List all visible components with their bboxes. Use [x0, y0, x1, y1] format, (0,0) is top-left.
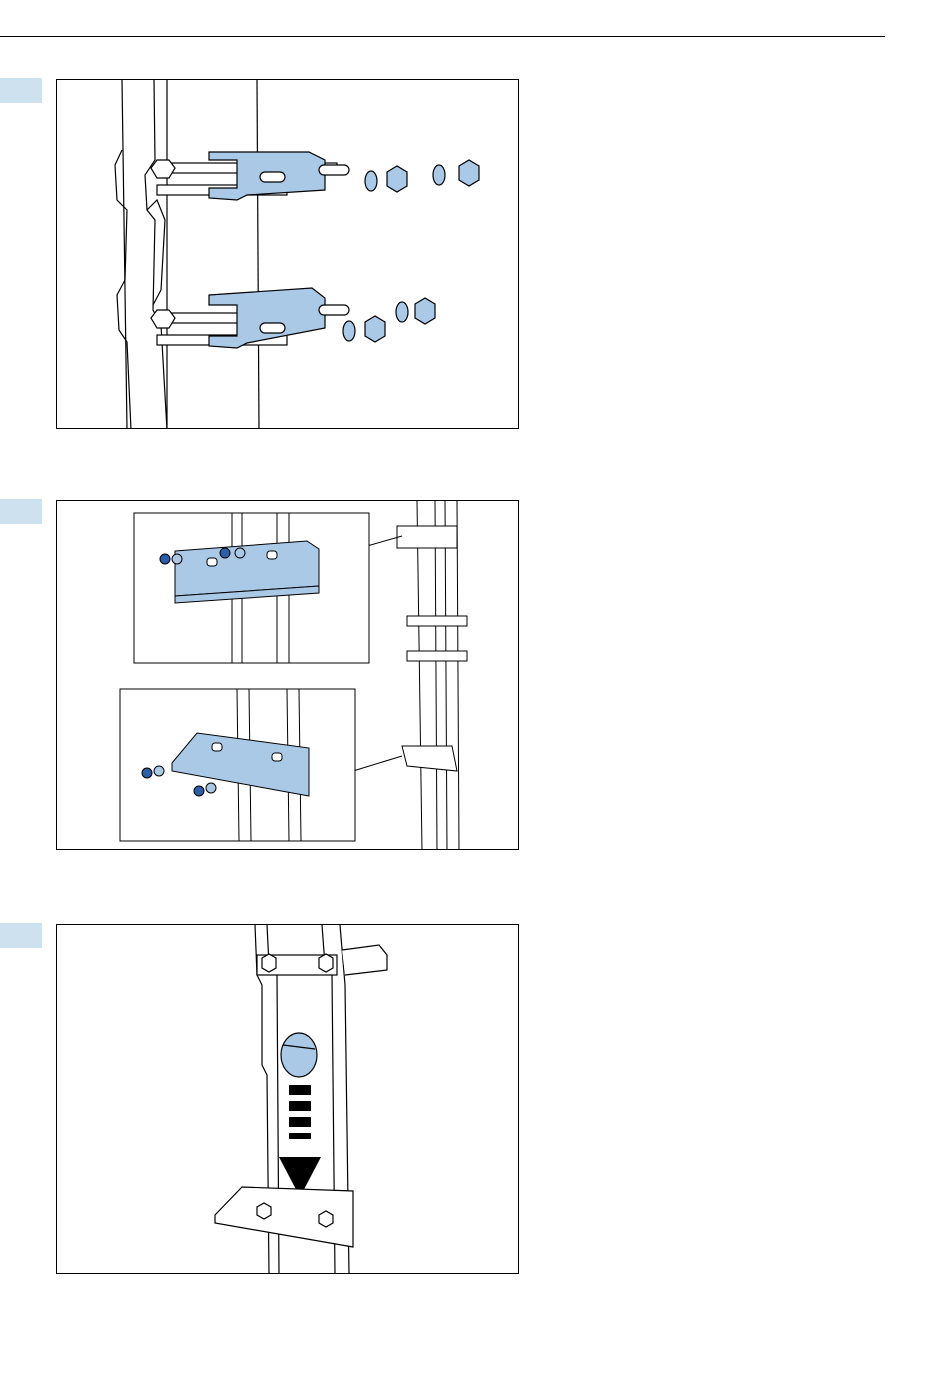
figure-2-illustration [57, 501, 519, 850]
figure-2-bracket-assembly [56, 500, 519, 850]
figure-1-illustration [57, 80, 519, 429]
figure-1-mounting-u-bolts [56, 79, 519, 429]
step-tab-2 [0, 499, 42, 524]
figure-3-illustration [57, 925, 519, 1274]
step-tab-1 [0, 78, 42, 103]
header-rule [0, 36, 885, 37]
figure-3-sensor-insertion [56, 924, 519, 1274]
step-tab-3 [0, 923, 42, 948]
